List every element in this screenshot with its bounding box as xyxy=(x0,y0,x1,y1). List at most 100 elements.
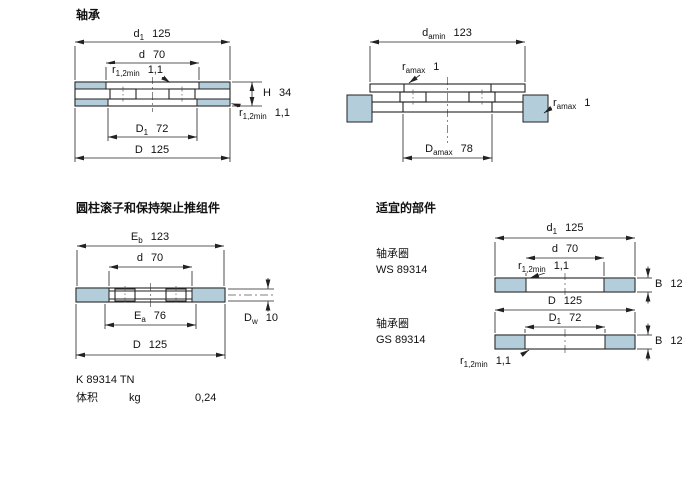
dim-subscript: 1,2min xyxy=(521,265,546,275)
shaft-washer-section xyxy=(198,81,231,90)
dim-value: 125 xyxy=(565,222,584,234)
dim-value: 12 xyxy=(670,335,683,347)
dim-symbol: ramax xyxy=(553,97,577,112)
gs-washer-label: 轴承圈 xyxy=(376,318,409,330)
dim-symbol: d xyxy=(138,49,145,61)
washer-section xyxy=(604,334,636,350)
dim-value: 1,1 xyxy=(147,64,163,76)
dim-assembly-d: d 70 xyxy=(135,252,165,265)
dim-value: 72 xyxy=(156,123,169,135)
abutment-drawing xyxy=(346,39,553,162)
dim-gs-r12: r1,2min 1,1 xyxy=(459,355,512,370)
section-title-bearing: 轴承 xyxy=(76,8,101,22)
dim-symbol: H xyxy=(263,87,271,99)
dim-symbol: Dw xyxy=(244,312,258,327)
dim-value: 1,1 xyxy=(495,355,511,367)
dim-subscript: 1,2min xyxy=(115,69,140,79)
dim-subscript: amax xyxy=(556,102,577,112)
dim-symbol: r1,2min xyxy=(518,260,546,275)
dim-subscript: amax xyxy=(405,66,426,76)
ws-washer-drawing xyxy=(494,235,652,304)
ws-washer-label: 轴承圈 xyxy=(376,248,409,260)
dim-subscript: amax xyxy=(433,148,453,158)
dim-value: 125 xyxy=(563,295,583,307)
dim-symbol: B xyxy=(655,278,663,290)
washer-section xyxy=(494,334,526,350)
dim-symbol: D xyxy=(132,339,141,351)
dim-value: 125 xyxy=(148,339,168,351)
dim-symbol: D1 xyxy=(135,123,149,138)
mass-value: 0,24 xyxy=(195,392,217,404)
shaft-washer-outline xyxy=(369,83,526,93)
dim-value: 125 xyxy=(152,28,171,40)
dim-value: 10 xyxy=(265,312,278,324)
housing-section xyxy=(346,94,373,123)
gs-washer-drawing xyxy=(494,307,652,361)
dim-symbol: ramax xyxy=(402,61,426,76)
dim-value: 1 xyxy=(584,97,591,109)
dim-bearing-d: d 70 xyxy=(137,49,167,62)
dim-gs-D: D 125 xyxy=(546,295,584,308)
housing-section xyxy=(522,94,549,123)
dim-symbol: D xyxy=(547,295,556,307)
section-title-assembly: 圆柱滚子和保持架止推组件 xyxy=(76,201,221,215)
dim-symbol: B xyxy=(655,335,663,347)
dim-assembly-Ea: Ea 76 xyxy=(132,310,168,325)
dim-value: 70 xyxy=(152,49,166,61)
dim-value: 70 xyxy=(565,243,579,255)
dim-value: 78 xyxy=(460,143,473,155)
dim-symbol: D xyxy=(134,144,143,156)
bearing-cross-section xyxy=(74,39,262,162)
dim-subscript: b xyxy=(138,236,143,246)
dim-value: 34 xyxy=(278,87,292,99)
dim-subscript: 1,2min xyxy=(463,360,488,370)
dim-bearing-d1: d1 125 xyxy=(132,28,172,43)
dim-value: 125 xyxy=(150,144,170,156)
dim-value: 1 xyxy=(433,61,440,73)
dim-bearing-D1: D1 72 xyxy=(134,123,170,138)
mass-label: 体积 xyxy=(76,392,98,404)
housing-washer-section xyxy=(74,98,109,107)
cage-section xyxy=(191,287,226,303)
section-title-suitable-parts: 适宜的部件 xyxy=(376,201,437,215)
cage-section xyxy=(75,287,110,303)
dim-ws-r12: r1,2min 1,1 xyxy=(517,260,570,275)
gs-washer-designation: GS 89314 xyxy=(376,334,426,346)
dim-value: 123 xyxy=(453,27,472,39)
dim-symbol: r1,2min xyxy=(239,107,267,122)
dim-symbol: Ea xyxy=(133,310,146,325)
dim-symbol: r1,2min xyxy=(460,355,488,370)
dim-symbol: d1 xyxy=(133,28,145,43)
dim-subscript: 1 xyxy=(143,128,149,138)
assembly-drawing xyxy=(75,243,274,359)
dim-subscript: 1 xyxy=(556,317,562,327)
dim-symbol: d xyxy=(136,252,143,264)
ws-washer-designation: WS 89314 xyxy=(376,264,428,276)
dim-subscript: a xyxy=(141,315,146,325)
shaft-washer-section xyxy=(74,81,107,90)
dim-value: 72 xyxy=(569,312,582,324)
dim-assembly-D: D 125 xyxy=(131,339,169,352)
dim-abutment-ra-max-top: ramax 1 xyxy=(401,61,441,76)
housing-washer-section xyxy=(196,98,231,107)
dim-value: 76 xyxy=(153,310,167,322)
dim-subscript: amin xyxy=(428,32,446,42)
dim-value: 1,1 xyxy=(274,107,290,119)
bearing-outline xyxy=(74,81,231,107)
dim-assembly-Dw: Dw 10 xyxy=(243,312,279,327)
dim-symbol: d xyxy=(551,243,558,255)
dim-bearing-r12-bottom: r1,2min 1,1 xyxy=(238,107,291,122)
dim-bearing-H: H 34 xyxy=(262,87,293,100)
dim-value: 70 xyxy=(150,252,164,264)
dim-subscript: 1,2min xyxy=(242,112,267,122)
dim-subscript: 1 xyxy=(139,33,145,43)
assembly-designation: K 89314 TN xyxy=(76,374,135,386)
dim-value: 1,1 xyxy=(553,260,569,272)
dim-bearing-D: D 125 xyxy=(133,144,171,157)
washer-section xyxy=(603,277,636,293)
dim-gs-B: B 12 xyxy=(654,335,684,348)
